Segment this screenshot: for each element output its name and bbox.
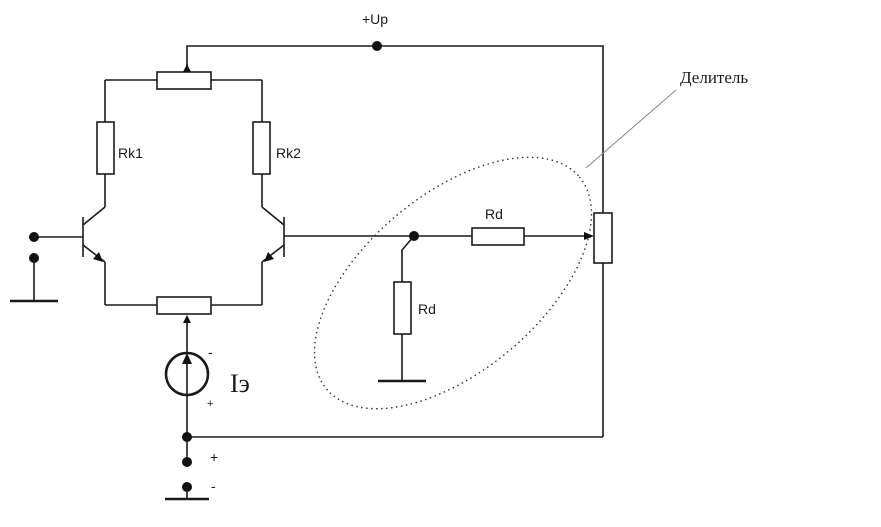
divider-label: Делитель: [680, 68, 748, 87]
source-current-label: Iэ: [230, 369, 250, 398]
supply-node: [372, 41, 382, 51]
source-minus-sign: -: [208, 344, 213, 360]
resistor-rd-series: Rd: [471, 206, 594, 246]
supply-label: +Up: [362, 11, 388, 27]
plus-terminal: [182, 457, 192, 467]
divider-highlight: Делитель: [313, 68, 748, 410]
rk2-label: Rk2: [276, 145, 301, 161]
emitter-balance-pot: [105, 296, 262, 352]
resistor-rk2: Rk2: [252, 80, 301, 207]
rd-series-label: Rd: [485, 206, 503, 222]
supply-rail: +Up: [186, 11, 604, 213]
resistor-rk1: Rk1: [96, 80, 143, 207]
minus-terminal-label: -: [211, 478, 216, 494]
transistor-q2: [261, 206, 285, 305]
collector-balance-pot: [105, 64, 262, 90]
divider-potentiometer: [593, 212, 613, 437]
current-source: - + Iэ: [164, 344, 250, 437]
input-terminal: [29, 232, 39, 242]
transistor-q1: [10, 206, 106, 305]
return-rail: + -: [165, 432, 603, 501]
rd-shunt-label: Rd: [418, 301, 436, 317]
plus-terminal-label: +: [210, 449, 218, 465]
resistor-rd-shunt: Rd: [378, 235, 436, 383]
divider-input-wire: [284, 231, 472, 241]
rk1-label: Rk1: [118, 145, 143, 161]
source-plus-sign: +: [207, 398, 213, 410]
